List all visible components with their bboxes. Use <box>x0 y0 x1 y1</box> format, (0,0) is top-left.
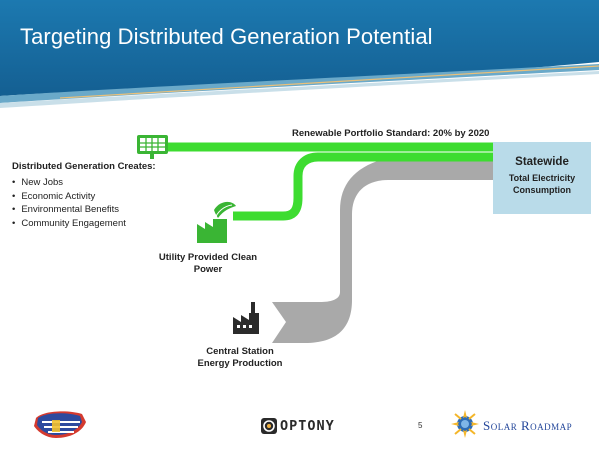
utility-clean-power-flow <box>233 152 493 221</box>
statewide-title: Statewide <box>515 156 569 168</box>
slide-title: Targeting Distributed Generation Potenti… <box>20 24 433 49</box>
list-item: Community Engagement <box>12 217 126 231</box>
list-item: Economic Activity <box>12 190 126 204</box>
statewide-box: Statewide Total Electricity Consumption <box>493 142 591 214</box>
asu-logo <box>34 411 86 438</box>
solar-panel-icon <box>137 135 168 159</box>
page-number: 5 <box>418 421 423 430</box>
solar-roadmap-logo <box>451 410 479 438</box>
utility-label: Utility Provided Clean Power <box>158 252 258 275</box>
header-banner <box>0 0 599 108</box>
statewide-subtitle: Total Electricity Consumption <box>508 173 576 195</box>
central-station-flow <box>272 153 493 343</box>
list-item: New Jobs <box>12 176 126 190</box>
dg-benefits-list: New Jobs Economic Activity Environmental… <box>12 176 126 230</box>
clean-power-icon <box>197 201 236 243</box>
factory-icon <box>233 302 259 334</box>
list-item: Environmental Benefits <box>12 203 126 217</box>
rps-label: Renewable Portfolio Standard: 20% by 202… <box>292 128 490 139</box>
optony-wordmark: OPTONY <box>280 418 335 434</box>
central-station-label: Central Station Energy Production <box>197 346 283 369</box>
dg-heading: Distributed Generation Creates: <box>12 161 156 172</box>
optony-logo <box>261 418 277 434</box>
solar-roadmap-wordmark: Solar Roadmap <box>483 418 573 433</box>
